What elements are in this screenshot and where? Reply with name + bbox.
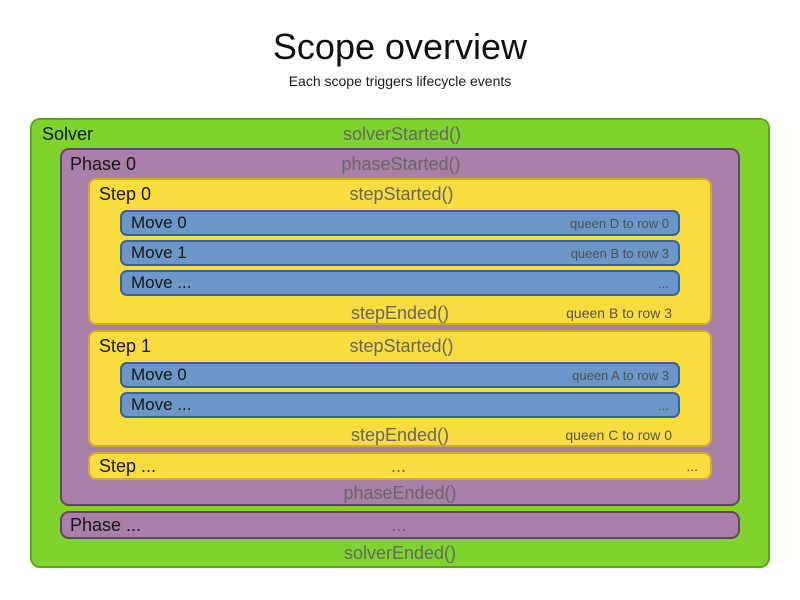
phase-0-header-row: Phase 0 phaseStarted()	[62, 150, 738, 178]
move-label: Move 0	[131, 365, 187, 384]
phase-0-footer-row: phaseEnded()	[62, 482, 738, 504]
move-row: Move 0 queen A to row 3	[120, 362, 680, 388]
step-more-right-ellipsis: ...	[686, 458, 698, 474]
solver-started-method: solverStarted()	[342, 123, 462, 144]
step-more-center-ellipsis: ...	[390, 455, 406, 476]
step-1-ended-note: queen C to row 0	[565, 427, 672, 443]
phase-more-scope-box: Phase ... ...	[60, 511, 740, 539]
step-1-moves: Move 0 queen A to row 3 Move ... ...	[120, 362, 680, 418]
move-row: Move ... ...	[120, 392, 680, 418]
move-row: Move 0 queen D to row 0	[120, 210, 680, 236]
solver-ended-method: solverEnded()	[343, 542, 457, 563]
move-note: queen B to row 3	[570, 245, 669, 261]
move-label: Move 0	[131, 213, 187, 232]
step-more-label: Step ...	[99, 455, 157, 476]
step-0-footer-row: stepEnded() queen B to row 3	[90, 300, 710, 323]
move-note: ...	[658, 397, 669, 413]
step-1-label: Step 1	[99, 335, 152, 356]
title-block: Scope overview Each scope triggers lifec…	[0, 28, 800, 89]
move-note: ...	[658, 275, 669, 291]
step-0-header-row: Step 0 stepStarted()	[90, 180, 710, 208]
step-1-footer-row: stepEnded() queen C to row 0	[90, 422, 710, 445]
move-label: Move 1	[131, 243, 187, 262]
move-note: queen D to row 0	[569, 215, 669, 231]
phase-0-label: Phase 0	[70, 153, 137, 174]
solver-label: Solver	[42, 123, 94, 144]
solver-header-row: Solver solverStarted()	[32, 120, 768, 148]
step-0-ended-method: stepEnded()	[350, 302, 450, 323]
step-1-scope-box: Step 1 stepStarted() Move 0 queen A to r…	[88, 330, 712, 447]
phase-more-label: Phase ...	[70, 514, 142, 535]
move-label: Move ...	[131, 395, 192, 414]
step-more-scope-box: Step ... ... ...	[88, 452, 712, 480]
phase-0-scope-box: Phase 0 phaseStarted() Step 0 stepStarte…	[60, 148, 740, 506]
phase-more-center-ellipsis: ...	[391, 514, 407, 535]
page-subtitle: Each scope triggers lifecycle events	[288, 72, 512, 89]
step-1-ended-method: stepEnded()	[350, 424, 450, 445]
step-0-scope-box: Step 0 stepStarted() Move 0 queen D to r…	[88, 178, 712, 325]
move-label: Move ...	[131, 273, 192, 292]
step-0-label: Step 0	[99, 183, 152, 204]
solver-scope-box: Solver solverStarted() Phase 0 phaseStar…	[30, 118, 770, 568]
step-0-started-method: stepStarted()	[349, 183, 454, 204]
move-note: queen A to row 3	[572, 367, 669, 383]
phase-ended-method: phaseEnded()	[343, 482, 457, 503]
move-row: Move 1 queen B to row 3	[120, 240, 680, 266]
page-title: Scope overview	[272, 26, 528, 67]
step-0-ended-note: queen B to row 3	[566, 305, 672, 321]
step-1-header-row: Step 1 stepStarted()	[90, 332, 710, 360]
step-0-moves: Move 0 queen D to row 0 Move 1 queen B t…	[120, 210, 680, 296]
step-1-started-method: stepStarted()	[349, 335, 454, 356]
move-row: Move ... ...	[120, 270, 680, 296]
solver-footer-row: solverEnded()	[32, 539, 768, 566]
phase-started-method: phaseStarted()	[341, 153, 461, 174]
